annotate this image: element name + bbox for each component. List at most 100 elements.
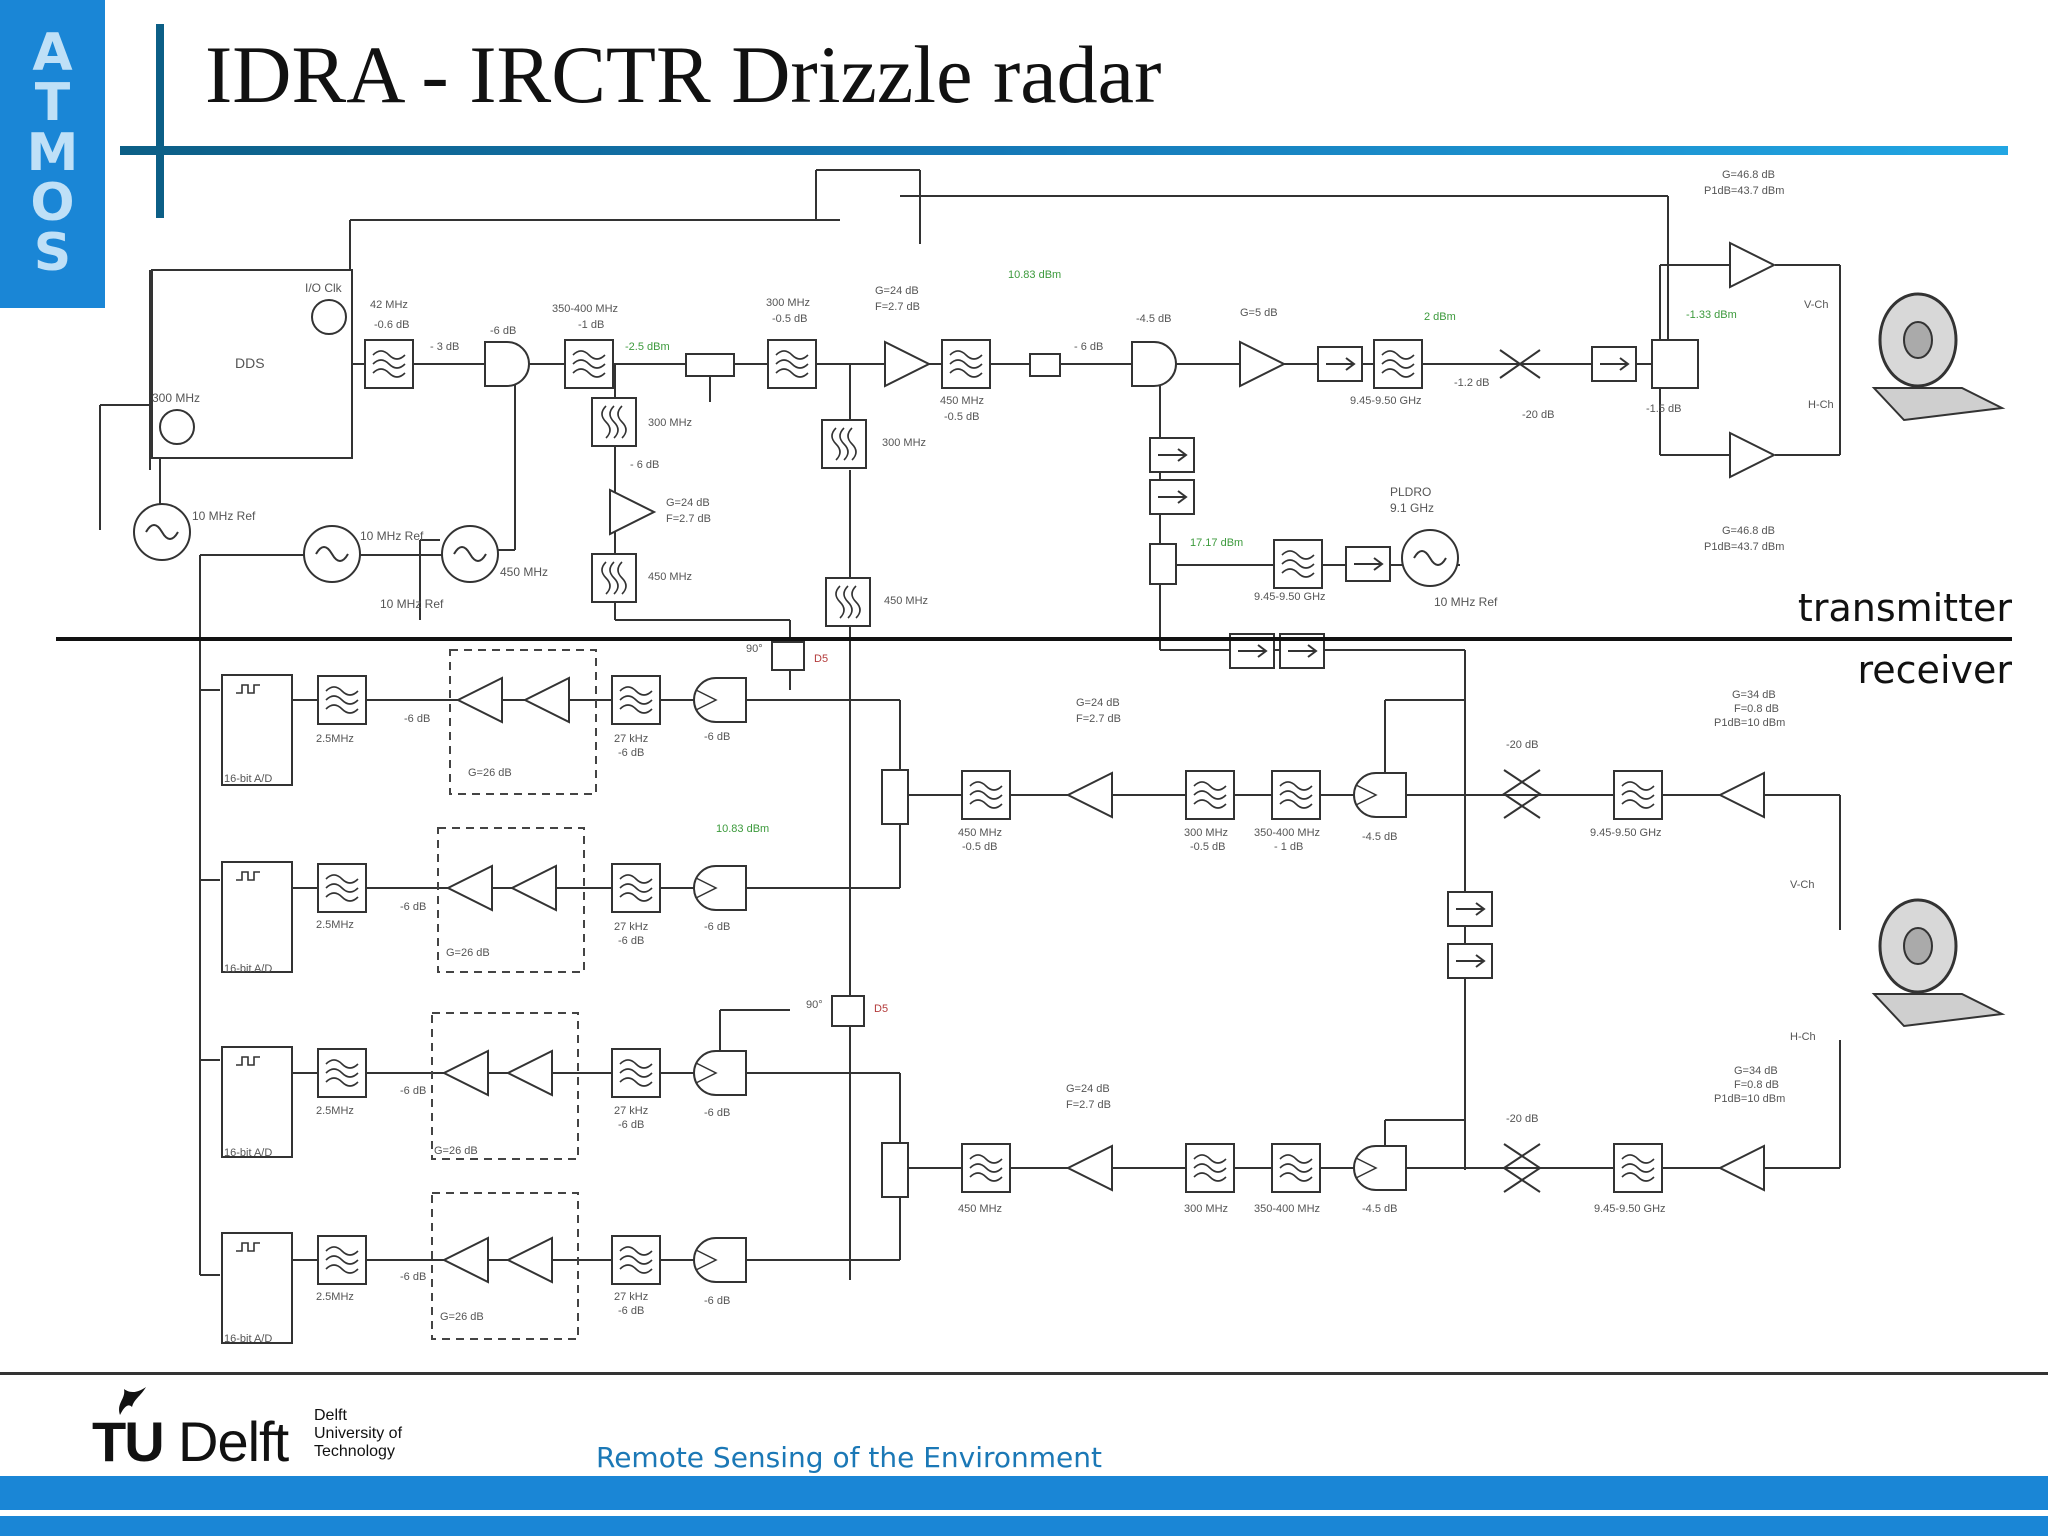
att-1: -6 dB (404, 713, 430, 725)
logo-subtitle: Delft University of Technology (314, 1407, 402, 1461)
logo-line-2: University of (314, 1425, 403, 1442)
p-17-17: 17.17 dBm (1190, 537, 1243, 549)
m3-loss-3: -6 dB (704, 1107, 730, 1119)
d5-top: D5 (814, 653, 828, 665)
ad-label-4: 16-bit A/D (224, 1333, 272, 1345)
f5b-spec: 9.45-9.50 GHz (1254, 591, 1326, 603)
p-2-5: -2.5 dBm (625, 341, 670, 353)
a4-2: F=0.8 dB (1734, 703, 1779, 715)
att-2: -6 dB (400, 901, 426, 913)
loss-3: - 3 dB (430, 341, 459, 353)
a-spec-1: G=24 dB (875, 285, 919, 297)
a1r-1: G=24 dB (1076, 697, 1120, 709)
atmos-brand-bar: A T M O S (0, 0, 105, 308)
m3-loss-1: -6 dB (704, 731, 730, 743)
f4-spec: 450 MHz (940, 395, 984, 407)
a4b-3: P1dB=10 dBm (1714, 1093, 1785, 1105)
p-1-33: -1.33 dBm (1686, 309, 1737, 321)
f4r-2: -0.5 dB (962, 841, 997, 853)
f2-spec: 350-400 MHz (552, 303, 618, 315)
f6-3: 2.5MHz (316, 1105, 354, 1117)
f6-1: 2.5MHz (316, 733, 354, 745)
f5r-b-spec: 9.45-9.50 GHz (1594, 1203, 1666, 1215)
a3-top-2: P1dB=43.7 dBm (1704, 185, 1784, 197)
tx-h-ch: H-Ch (1808, 399, 1834, 411)
a4b-2: F=0.8 dB (1734, 1079, 1779, 1091)
brand-letter: O (30, 173, 75, 233)
ref90-top: 90° (746, 643, 763, 655)
footer-tagline: Remote Sensing of the Environment (596, 1441, 1102, 1474)
f7-4a: 27 kHz (614, 1291, 648, 1303)
clk-300-label: 300 MHz (152, 391, 200, 405)
att-3: -6 dB (400, 1085, 426, 1097)
ref-10b: 10 MHz Ref (360, 529, 424, 543)
brand-letter: M (26, 123, 79, 183)
brand-letters: A T M O S (0, 23, 105, 283)
m2-loss: -4.5 dB (1136, 313, 1171, 325)
f7-2b: -6 dB (618, 935, 644, 947)
f4-loss: -0.5 dB (944, 411, 979, 423)
p-2: 2 dBm (1424, 311, 1456, 323)
footer-band-bottom (0, 1516, 2048, 1536)
f3r-2: -0.5 dB (1190, 841, 1225, 853)
a2-gain: G=5 dB (1240, 307, 1278, 319)
a4-3: P1dB=10 dBm (1714, 717, 1785, 729)
brand-letter: S (33, 223, 72, 283)
tx-v-ch: V-Ch (1804, 299, 1828, 311)
flame-icon (119, 1387, 146, 1415)
a1r-b1: G=24 dB (1066, 1083, 1110, 1095)
m3-loss-4: -6 dB (704, 1295, 730, 1307)
logo-delft: Delft (178, 1410, 289, 1473)
amp-gain-4: G=26 dB (440, 1311, 484, 1323)
f7-1a: 27 kHz (614, 733, 648, 745)
rx-channels: 16-bit A/D 16-bit A/D 16-bit A/D 16-bit … (221, 641, 1816, 1345)
f5r-spec: 9.45-9.50 GHz (1590, 827, 1662, 839)
p-10-83: 10.83 dBm (1008, 269, 1061, 281)
d4r-loss: -20 dB (1506, 739, 1538, 751)
s2-loss: -1.5 dB (1646, 403, 1681, 415)
logo-line-3: Technology (314, 1443, 395, 1460)
ref-10c: 10 MHz Ref (380, 597, 444, 611)
transmitter-label: transmitter (1797, 586, 2012, 630)
receiver-label: receiver (1857, 648, 2013, 692)
f2r-1: 350-400 MHz (1254, 827, 1320, 839)
f1-loss: -0.6 dB (374, 319, 409, 331)
title-vertical-rule (156, 24, 164, 218)
pldro-label-1: PLDRO (1390, 485, 1431, 499)
footer-rule (0, 1372, 2048, 1375)
f7-2a: 27 kHz (614, 921, 648, 933)
brand-letter: T (34, 73, 71, 133)
f7-4b: -6 dB (618, 1305, 644, 1317)
ad-label-3: 16-bit A/D (224, 1147, 272, 1159)
f3c-spec: 300 MHz (882, 437, 926, 449)
f4c-spec: 450 MHz (884, 595, 928, 607)
f7-3b: -6 dB (618, 1119, 644, 1131)
f4r-b: 450 MHz (958, 1203, 1002, 1215)
radar-block-diagram: DDS I/O Clk 300 MHz 10 MHz Ref 10 MHz Re… (99, 169, 2004, 1345)
loss-6b: - 6 dB (630, 459, 659, 471)
f3-spec: 300 MHz (766, 297, 810, 309)
amp-gain-3: G=26 dB (434, 1145, 478, 1157)
slide-title: IDRA - IRCTR Drizzle radar (205, 29, 1162, 120)
io-clk-label: I/O Clk (305, 281, 343, 295)
m3-loss-2: -6 dB (704, 921, 730, 933)
f1-spec: 42 MHz (370, 299, 408, 311)
tudelft-logo: TU Delft Delft University of Technology (92, 1385, 432, 1473)
a1-spec-1: G=24 dB (666, 497, 710, 509)
ref90-bottom: 90° (806, 999, 823, 1011)
f3b-spec: 300 MHz (648, 417, 692, 429)
a1r-b2: F=2.7 dB (1066, 1099, 1111, 1111)
a1-spec-2: F=2.7 dB (666, 513, 711, 525)
f3r-1: 300 MHz (1184, 827, 1228, 839)
osc-450-label: 450 MHz (500, 565, 548, 579)
footer-band (0, 1476, 2048, 1510)
f4r-1: 450 MHz (958, 827, 1002, 839)
amp-gain-2: G=26 dB (446, 947, 490, 959)
f6-2: 2.5MHz (316, 919, 354, 931)
rx-h-ch: H-Ch (1790, 1031, 1816, 1043)
brand-letter: A (32, 23, 73, 83)
f4b-spec: 450 MHz (648, 571, 692, 583)
oscillators: 10 MHz Ref 10 MHz Ref 10 MHz Ref 450 MHz… (133, 485, 1498, 611)
m2r-b-loss: -4.5 dB (1362, 1203, 1397, 1215)
a4b-1: G=34 dB (1734, 1065, 1778, 1077)
